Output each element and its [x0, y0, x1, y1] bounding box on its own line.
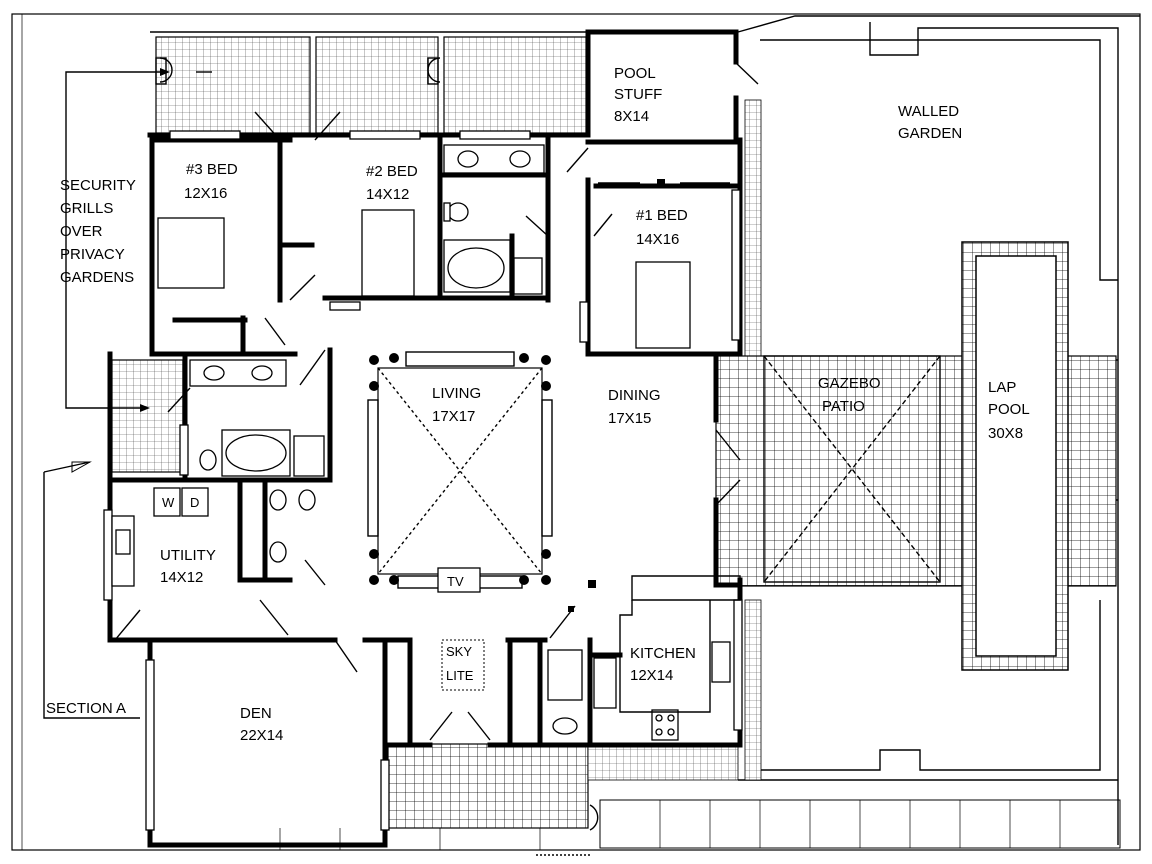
security-line-4: PRIVACY	[60, 246, 125, 263]
living-name: LIVING	[432, 385, 481, 402]
privacy-gardens-top	[150, 31, 587, 134]
walled-garden-line1: WALLED	[898, 103, 959, 120]
kitchen-size: 12X14	[630, 667, 673, 684]
skylite-line2: LITE	[446, 668, 474, 683]
skylite-line1: SKY	[446, 644, 472, 659]
kitchen-name: KITCHEN	[630, 645, 696, 662]
bed2-size: 14X12	[366, 186, 409, 203]
bed3-name: #3 BED	[186, 161, 238, 178]
bed2-name: #2 BED	[366, 163, 418, 180]
pool-stuff-line1: POOL	[614, 65, 656, 82]
windows	[103, 130, 743, 831]
bed1-name: #1 BED	[636, 207, 688, 224]
dining-name: DINING	[608, 387, 661, 404]
bed3-size: 12X16	[184, 185, 227, 202]
skylite-box	[441, 639, 485, 691]
bed1-size: 14X16	[636, 231, 679, 248]
annotation-labels: SECURITY GRILLS OVER PRIVACY GARDENS SEC…	[46, 177, 464, 717]
lap-pool-size: 30X8	[988, 425, 1023, 442]
dining-size: 17X15	[608, 410, 651, 427]
gazebo-line2: PATIO	[822, 398, 865, 415]
section-a-label: SECTION A	[46, 700, 126, 717]
pool-stuff-line2: STUFF	[614, 86, 662, 103]
room-labels: #3 BED 12X16 #2 BED 14X12 #1 BED 14X16 P…	[160, 65, 1030, 744]
washer-label: W	[162, 495, 175, 510]
security-line-2: GRILLS	[60, 200, 113, 217]
interior-walls	[172, 172, 551, 355]
tv-cabinet	[437, 567, 481, 593]
utility-name: UTILITY	[160, 547, 216, 564]
living-size: 17X17	[432, 408, 475, 425]
den-name: DEN	[240, 705, 272, 722]
bottom-walkway	[279, 799, 1121, 850]
living-room	[367, 351, 596, 612]
leader-lines	[43, 68, 212, 719]
fixtures	[111, 57, 741, 741]
lap-pool-line2: POOL	[988, 401, 1030, 418]
garden-strip-kitchen	[744, 599, 762, 781]
exterior-walls	[107, 29, 743, 848]
page-border	[11, 13, 1141, 851]
gazebo-line1: GAZEBO	[818, 375, 881, 392]
garden-strip-right-of-bed1	[744, 99, 762, 359]
security-line-3: OVER	[60, 223, 103, 240]
privacy-garden-side	[111, 359, 185, 473]
pool-stuff-size: 8X14	[614, 108, 649, 125]
security-line-5: GARDENS	[60, 269, 134, 286]
utility-size: 14X12	[160, 569, 203, 586]
entry-walk-tile	[587, 743, 739, 781]
tv-label: TV	[447, 574, 464, 589]
lap-pool	[961, 241, 1069, 671]
den-size: 22X14	[240, 727, 283, 744]
dryer-label: D	[190, 495, 199, 510]
door-swings	[114, 57, 759, 831]
walled-garden-line2: GARDEN	[898, 125, 962, 142]
security-line-1: SECURITY	[60, 177, 136, 194]
lap-pool-line1: LAP	[988, 379, 1016, 396]
entry-court-tile	[387, 743, 589, 829]
